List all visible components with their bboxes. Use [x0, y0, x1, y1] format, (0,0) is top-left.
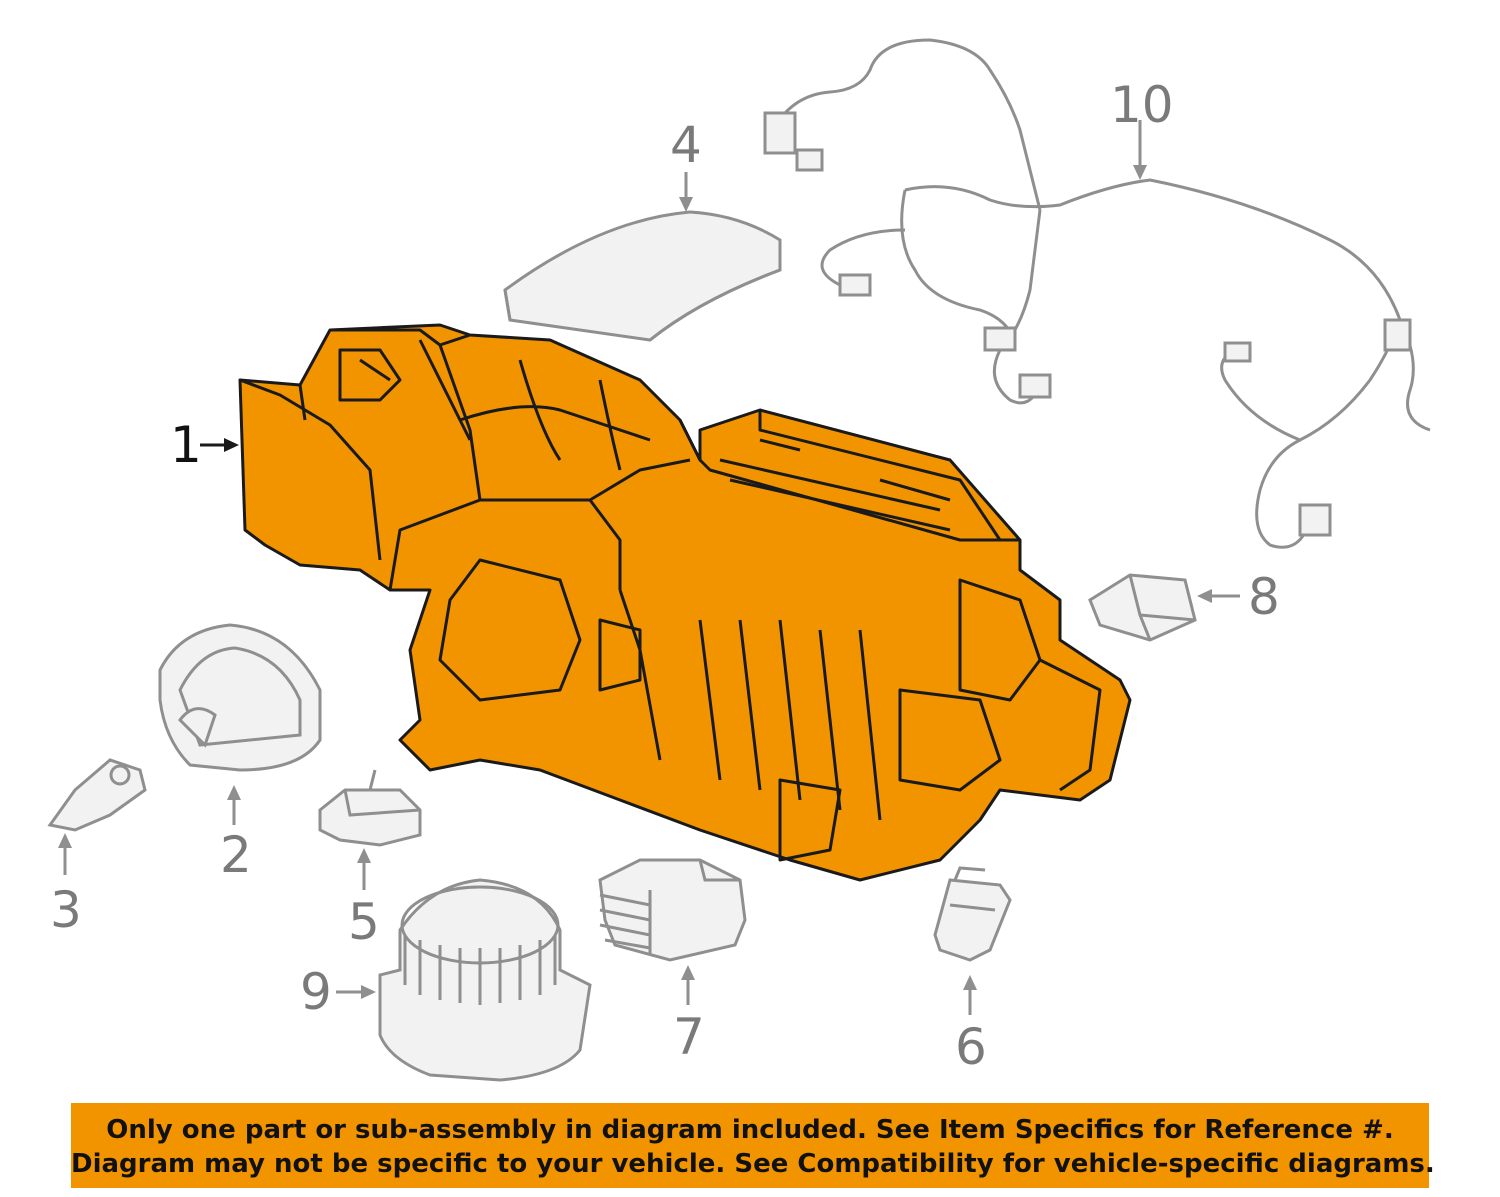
callout-6: 6	[955, 1018, 987, 1076]
arrowhead-10	[1133, 165, 1147, 180]
arrowhead-9	[361, 985, 376, 999]
parts-diagram	[47, 38, 1431, 1082]
callout-1: 1	[170, 416, 202, 474]
callout-3: 3	[50, 881, 82, 939]
hvac-housing-part-1	[238, 323, 1132, 882]
disclaimer-banner: Only one part or sub-assembly in diagram…	[71, 1103, 1435, 1188]
disclaimer-line-2: Diagram may not be specific to your vehi…	[71, 1149, 1435, 1179]
arrowhead-8	[1197, 589, 1212, 603]
arrowhead-1	[224, 438, 239, 452]
callout-2: 2	[220, 826, 252, 884]
arrowhead-4	[679, 197, 693, 212]
wire-harness-part-10	[763, 38, 1431, 549]
callout-10: 10	[1110, 76, 1174, 134]
callout-9: 9	[300, 963, 332, 1021]
arrowhead-3	[58, 833, 72, 848]
blower-motor-part-9	[378, 878, 592, 1082]
resistor-part-7	[598, 858, 747, 962]
module-part-8	[1088, 573, 1197, 642]
callout-8: 8	[1248, 568, 1280, 626]
actuator-part-3	[47, 758, 147, 832]
callout-4: 4	[670, 116, 702, 174]
callout-7: 7	[673, 1008, 705, 1066]
callout-5: 5	[348, 893, 380, 951]
air-filter-part-4	[503, 210, 782, 342]
disclaimer-line-1: Only one part or sub-assembly in diagram…	[106, 1115, 1394, 1145]
arrowhead-2	[227, 785, 241, 800]
actuator-part-5	[318, 769, 422, 847]
arrowhead-6	[963, 975, 977, 990]
module-part-6	[933, 866, 1012, 962]
arrowhead-7	[681, 965, 695, 980]
cover-part-2	[158, 623, 322, 772]
arrowhead-5	[357, 848, 371, 863]
